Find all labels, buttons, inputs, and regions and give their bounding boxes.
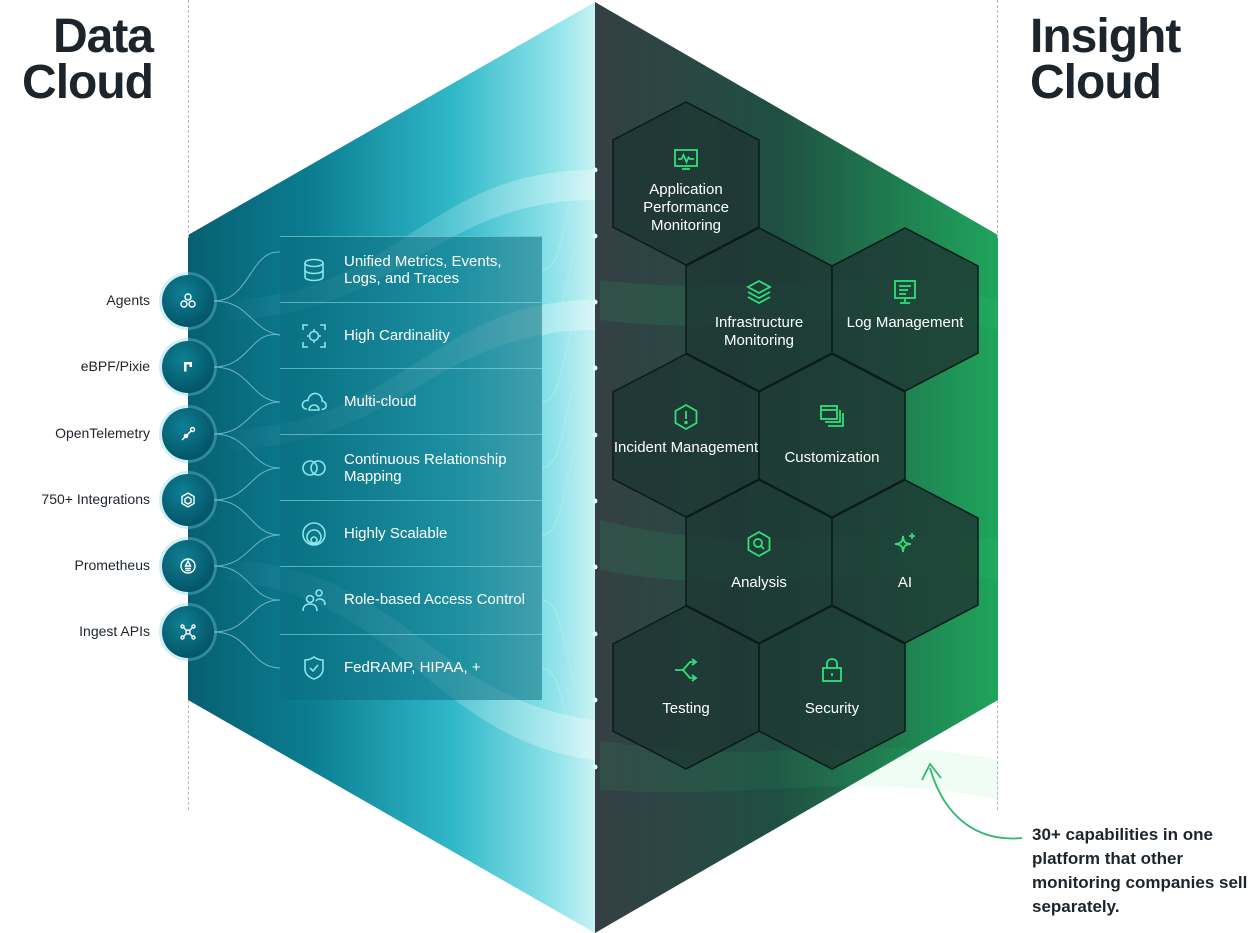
- source-label-integrations: 750+ Integrations: [41, 491, 150, 507]
- feature-label: Role-based Access Control: [344, 591, 525, 608]
- left-guide-line-bottom: [188, 700, 189, 810]
- feature-compliance: FedRAMP, HIPAA, +: [280, 634, 542, 700]
- feature-label: FedRAMP, HIPAA, +: [344, 659, 481, 676]
- source-label-ebpf-pixie: eBPF/Pixie: [80, 358, 150, 374]
- source-label-opentelemetry: OpenTelemetry: [55, 425, 150, 441]
- capability-label: AI: [897, 574, 913, 591]
- feature-label: Highly Scalable: [344, 525, 448, 542]
- capability-label: Log Management: [846, 314, 964, 331]
- network-icon: [162, 606, 214, 658]
- focus-icon: [302, 323, 326, 348]
- right-guide-line-bottom: [997, 700, 998, 810]
- monitor-pulse-icon: [674, 149, 698, 170]
- layers-icon: [746, 279, 772, 305]
- feature-multi-cloud: Multi-cloud: [280, 368, 542, 434]
- capabilities-callout: 30+ capabilities in one platform that ot…: [1032, 825, 1248, 916]
- database-icon: [304, 258, 324, 281]
- branch-arrows-icon: [675, 658, 698, 682]
- cube-icon: [162, 474, 214, 526]
- left-guide-line-top: [188, 0, 189, 238]
- capability-label: Testing: [662, 700, 710, 717]
- pixie-icon: [162, 341, 214, 393]
- capability-label: Customization: [784, 449, 880, 466]
- data-cloud-title: Data Cloud: [18, 10, 154, 109]
- feature-unified-telemetry: Unified Metrics, Events, Logs, and Trace…: [280, 236, 542, 302]
- capability-incident-management: Incident Management: [613, 403, 759, 457]
- feature-label: Multi-cloud: [344, 393, 417, 410]
- data-cloud-title-line2: Cloud: [22, 56, 154, 109]
- overlap-circles-icon: [302, 459, 326, 476]
- source-label-prometheus: Prometheus: [74, 557, 150, 573]
- lock-icon: [822, 658, 842, 682]
- capability-label: Infrastructure Monitoring: [714, 314, 804, 349]
- capability-apm: Application Performance Monitoring: [613, 145, 759, 235]
- source-label-ingest-apis: Ingest APIs: [79, 623, 150, 639]
- insight-cloud-title-line1: Insight: [1030, 10, 1181, 63]
- insight-cloud-title-line2: Cloud: [1030, 56, 1162, 109]
- feature-highly-scalable: Highly Scalable: [280, 500, 542, 566]
- cloud-icon: [301, 392, 327, 411]
- log-screen-icon: [894, 280, 916, 304]
- concentric-circles-icon: [302, 521, 326, 546]
- capability-label: Security: [804, 700, 860, 717]
- agents-icon: [162, 275, 214, 327]
- shield-check-icon: [304, 655, 324, 680]
- feature-label: Unified Metrics, Events, Logs, and Trace…: [344, 252, 502, 287]
- data-cloud-title-line1: Data: [52, 10, 154, 63]
- capability-label: Incident Management: [613, 439, 759, 456]
- prometheus-icon: [162, 540, 214, 592]
- right-guide-line-top: [997, 0, 998, 238]
- feature-label: High Cardinality: [344, 327, 450, 344]
- feature-relationship-mapping: Continuous Relationship Mapping: [280, 434, 542, 500]
- capability-ai: AI: [832, 530, 978, 592]
- capability-analysis: Analysis: [686, 530, 832, 592]
- capability-security: Security: [759, 656, 905, 718]
- insight-cloud-title: Insight Cloud: [1030, 10, 1181, 109]
- source-label-agents: Agents: [106, 292, 150, 308]
- capability-testing: Testing: [613, 656, 759, 718]
- windows-icon: [820, 405, 844, 427]
- capability-label: Analysis: [731, 574, 787, 591]
- sparkle-icon: [894, 533, 915, 553]
- alert-hexagon-icon: [674, 403, 698, 431]
- capability-infrastructure: Infrastructure Monitoring: [686, 278, 832, 350]
- capability-customization: Customization: [759, 403, 905, 467]
- feature-label: Continuous Relationship Mapping: [344, 450, 507, 485]
- capability-label: Application Performance Monitoring: [643, 181, 729, 234]
- search-hexagon-icon: [747, 530, 771, 558]
- capability-log-management: Log Management: [832, 278, 978, 332]
- telescope-icon: [162, 408, 214, 460]
- feature-high-cardinality: High Cardinality: [280, 302, 542, 368]
- feature-rbac: Role-based Access Control: [280, 566, 542, 632]
- users-icon: [302, 588, 326, 611]
